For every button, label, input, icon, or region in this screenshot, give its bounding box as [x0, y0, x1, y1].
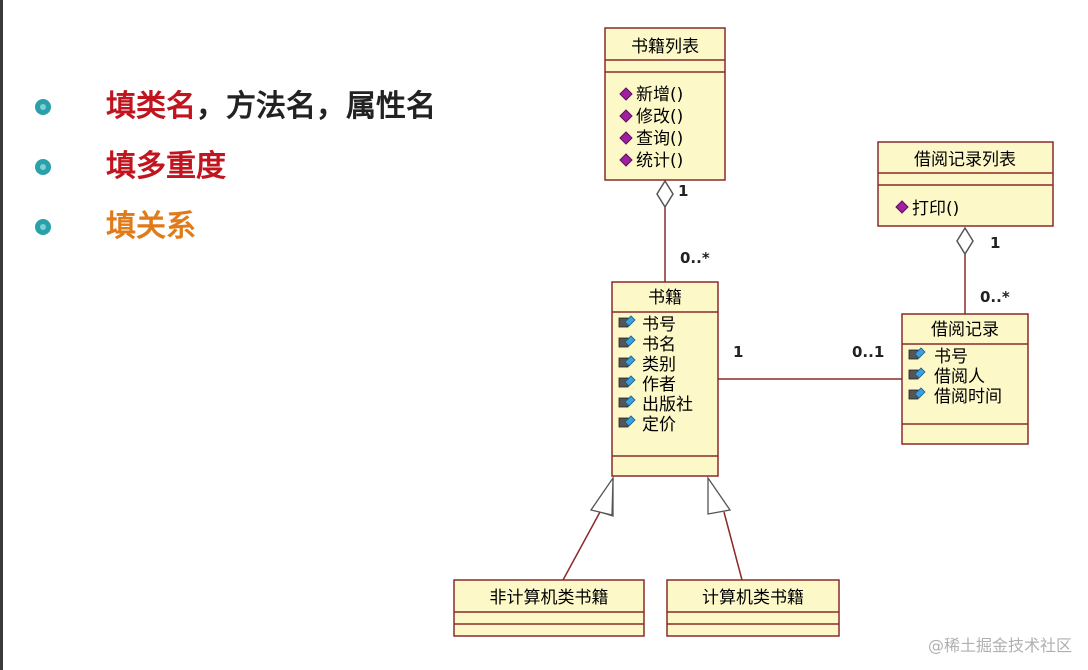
- class-cs-book-name: 计算机类书籍: [702, 588, 804, 608]
- bullet-1-highlight: 填类名: [106, 89, 196, 124]
- multiplicity-book-of-list: 0..*: [680, 249, 710, 267]
- attr-book-title: 书名: [642, 335, 676, 355]
- watermark: @稀土掘金技术社区: [927, 636, 1072, 655]
- method-edit: 修改(): [636, 107, 683, 127]
- class-non-cs-book[interactable]: 非计算机类书籍: [453, 579, 645, 637]
- generalization-cs-line: [723, 511, 743, 581]
- generalization-triangle-noncs: [589, 475, 614, 516]
- class-book-list-name: 书籍列表: [631, 37, 699, 57]
- teal-gear-bullet-icon: [35, 159, 51, 175]
- attr-record-borrower: 借阅人: [934, 367, 985, 387]
- generalization-noncs-line: [562, 511, 601, 581]
- teal-gear-bullet-icon: [35, 99, 51, 115]
- class-cs-book[interactable]: 计算机类书籍: [666, 579, 840, 637]
- attr-book-category: 类别: [642, 355, 676, 375]
- attr-record-book-id: 书号: [934, 347, 968, 367]
- class-non-cs-book-name: 非计算机类书籍: [490, 588, 609, 608]
- generalization-triangle-cs: [707, 475, 732, 515]
- attr-book-id: 书号: [642, 315, 676, 335]
- bullet-3-highlight: 填关系: [106, 209, 196, 244]
- aggregation-diamond-borrowlist: [956, 226, 974, 256]
- teal-gear-bullet-icon: [35, 219, 51, 235]
- class-borrow-list[interactable]: 借阅记录列表 打印(): [877, 141, 1054, 227]
- aggregation-diamond-booklist: [656, 179, 674, 209]
- method-print: 打印(): [912, 199, 959, 219]
- class-book[interactable]: 书籍 书号 书名 类别 作者 出版社 定价: [611, 281, 719, 477]
- method-query: 查询(): [636, 129, 683, 149]
- multiplicity-assoc-record: 0..1: [852, 343, 884, 361]
- class-borrow-record[interactable]: 借阅记录 书号 借阅人 借阅时间: [901, 313, 1029, 445]
- multiplicity-record-of-list: 0..*: [980, 288, 1010, 306]
- multiplicity-borrowlist: 1: [990, 234, 1000, 252]
- attr-record-borrow-time: 借阅时间: [934, 387, 1002, 407]
- class-borrow-record-name: 借阅记录: [931, 320, 999, 340]
- attr-book-publisher: 出版社: [642, 395, 693, 415]
- method-add: 新增(): [636, 85, 683, 105]
- bullet-1-rest: ，方法名，属性名: [196, 89, 436, 124]
- multiplicity-booklist: 1: [678, 182, 688, 200]
- attr-book-author: 作者: [642, 375, 676, 395]
- class-borrow-list-name: 借阅记录列表: [914, 150, 1016, 170]
- class-book-list[interactable]: 书籍列表 新增() 修改() 查询() 统计(): [604, 27, 726, 181]
- multiplicity-assoc-book: 1: [733, 343, 743, 361]
- attr-book-price: 定价: [642, 415, 676, 435]
- bullet-2-highlight: 填多重度: [106, 149, 226, 184]
- class-book-name: 书籍: [648, 288, 682, 308]
- method-stat: 统计(): [636, 151, 683, 171]
